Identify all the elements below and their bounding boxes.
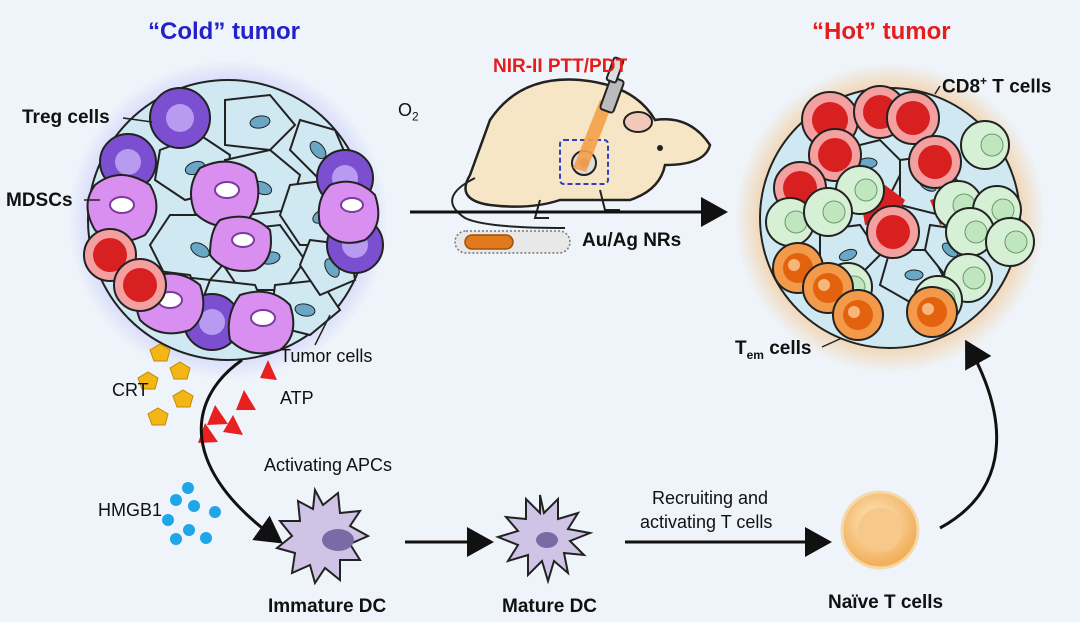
- recruiting-label-line2: activating T cells: [640, 512, 773, 532]
- hot-tumor-cluster: [735, 63, 1045, 373]
- immature-dc-illustration: [274, 486, 371, 586]
- mdsc-cells: [86, 160, 380, 355]
- mature-dc-illustration: [494, 494, 594, 585]
- tem-subscript: em: [746, 347, 764, 362]
- recruiting-label-line1: Recruiting and: [652, 488, 769, 508]
- oxygen-subscript: 2: [412, 109, 419, 124]
- cd8-superscript: +: [980, 74, 988, 88]
- cd8-suffix: T cells: [987, 76, 1052, 98]
- crt-molecules: [137, 343, 194, 426]
- hot-tumor-title: “Hot” tumor: [812, 18, 951, 45]
- treatment-label: NIR-II PTT/PDT: [493, 56, 628, 77]
- hmgb1-molecules: [162, 482, 221, 545]
- tem-cells: [772, 242, 958, 341]
- cold-cd8-cells: [83, 228, 167, 312]
- oxygen-label: O2: [398, 100, 419, 124]
- cd8-t-cells: [773, 85, 962, 259]
- activating-apcs-label: Activating APCs: [264, 455, 393, 475]
- mdsc-label: MDSCs: [6, 190, 73, 211]
- tumor-cells-label: Tumor cells: [280, 346, 373, 366]
- nanorod-icon: [454, 230, 571, 254]
- nanorod-label: Au/Ag NRs: [582, 230, 682, 251]
- atp-label: ATP: [280, 388, 314, 408]
- cold-tumor-title: “Cold” tumor: [148, 18, 300, 45]
- oxygen-symbol: O: [398, 100, 413, 120]
- mature-dc-label: Mature DC: [502, 596, 598, 617]
- apc-activation-arrow: [199, 358, 283, 544]
- tem-text: T: [735, 338, 747, 359]
- tem-suffix: cells: [763, 338, 812, 359]
- naive-t-cells-label: Naïve T cells: [828, 592, 944, 613]
- treg-cells-label: Treg cells: [22, 107, 110, 128]
- cd8-text: CD8: [942, 76, 981, 98]
- cd8-t-cells-label: CD8+ T cells: [942, 74, 1051, 98]
- cold-tumor-cluster: [68, 60, 388, 380]
- naive-t-cell-illustration: [840, 490, 920, 570]
- crt-label: CRT: [112, 380, 149, 400]
- hmgb1-label: HMGB1: [98, 500, 163, 520]
- t-cell-infiltration-arrow: [939, 339, 999, 530]
- laser-probe: [573, 56, 625, 172]
- immature-dc-label: Immature DC: [268, 596, 387, 617]
- tem-cells-label: Tem cells: [735, 338, 812, 362]
